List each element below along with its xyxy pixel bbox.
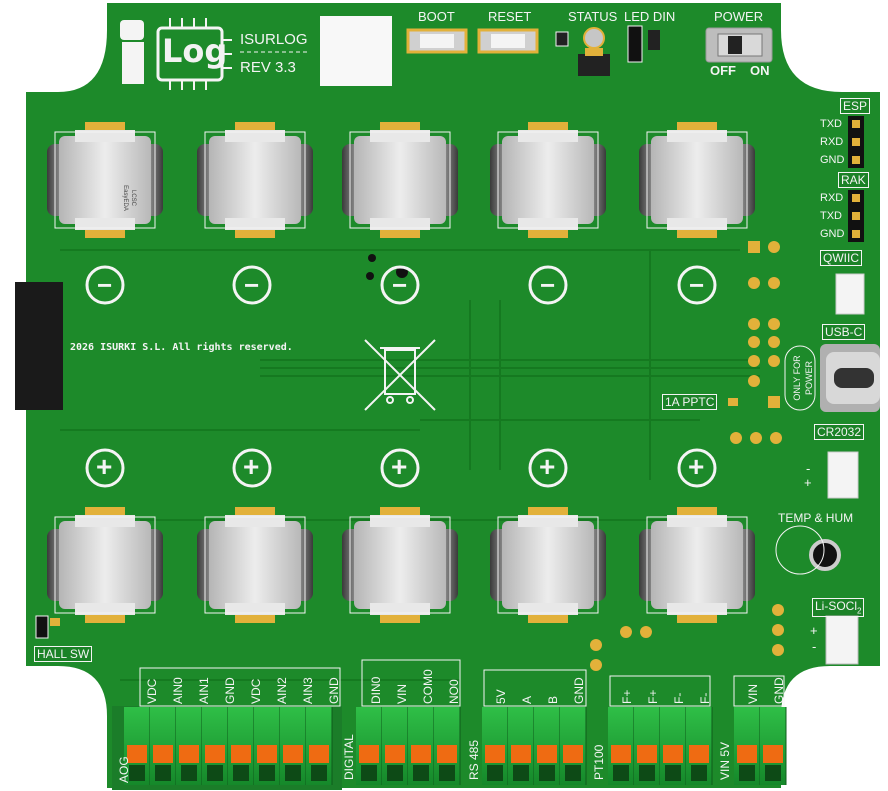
terminal-label-no0: NO0 [447, 679, 461, 704]
temp-hum-label: TEMP & HUM [778, 511, 854, 525]
status-label: STATUS [568, 9, 618, 24]
battery-cell-top-3 [341, 121, 459, 239]
hall-switch-label: HALL SW [34, 646, 93, 662]
rak-pin-1: RXD [820, 192, 844, 204]
terminal-label-vdc-1: VDC [145, 678, 159, 704]
terminal-label-vin-2: VIN [746, 683, 760, 704]
minus-symbol-1: − [97, 270, 113, 300]
battery-cell-bottom-3 [341, 506, 459, 624]
terminal-label-b: B [546, 695, 560, 704]
terminal-block-vin [733, 706, 787, 786]
terminal-label-f-plus-1: F+ [620, 689, 634, 704]
power-off-label: OFF [710, 63, 736, 78]
battery-chem-subscript: 2 [857, 606, 862, 616]
terminal-label-vdc-2: VDC [249, 678, 263, 704]
cell-brand2-top-1: EasyEDA [122, 185, 128, 211]
terminal-group-rs485: RS 485 [467, 739, 481, 780]
battery-cell-bottom-4 [489, 506, 607, 624]
plus-symbol-2: + [243, 451, 260, 482]
weee-bin-icon [364, 339, 436, 411]
terminal-label-a: A [520, 695, 534, 704]
plus-symbol-1: + [96, 451, 113, 482]
terminal-block-rs485 [481, 706, 587, 786]
terminal-label-5v: 5V [494, 689, 508, 704]
rak-pin-3: GND [820, 228, 845, 240]
usb-note-line1: ONLY FOR [792, 355, 802, 401]
reset-label: RESET [488, 9, 532, 24]
terminal-group-analog: AOG [117, 756, 131, 783]
minus-symbol-5: − [689, 270, 705, 300]
fuse-label: 1A PPTC [662, 394, 718, 410]
terminal-label-vin-1: VIN [395, 683, 409, 704]
esp-pin-2: RXD [820, 136, 844, 148]
cell-brand-top-1: LCSC [130, 189, 136, 206]
power-label: POWER [714, 9, 764, 24]
minus-symbol-2: − [244, 270, 260, 300]
terminal-label-din0: DIN0 [369, 676, 383, 704]
boot-label: BOOT [418, 9, 455, 24]
terminal-label-gnd-2: GND [327, 677, 341, 704]
esp-pin-1: TXD [820, 118, 842, 130]
terminal-group-digital: DIGITAL [342, 734, 356, 780]
power-on-label: ON [750, 63, 770, 78]
battery-cell-top-5 [638, 121, 756, 239]
battery-cell-top-2 [196, 121, 314, 239]
battery-chem: Li-SOCl [815, 599, 858, 613]
coin-cell-label: CR2032 [814, 424, 865, 440]
coin-cell-minus: - [806, 461, 811, 476]
terminal-label-gnd-4: GND [772, 677, 786, 704]
label-pad [320, 16, 392, 86]
usb-label: USB-C [822, 324, 866, 340]
terminal-label-ain1: AIN1 [197, 677, 211, 704]
logo-word: Log [162, 32, 228, 70]
esp-header-title: ESP [840, 98, 871, 114]
terminal-label-gnd-1: GND [223, 677, 237, 704]
terminal-block-pt100 [607, 706, 713, 786]
usb-note-line2: POWER [804, 361, 814, 396]
board-revision: REV 3.3 [240, 59, 296, 76]
terminal-label-gnd-3: GND [572, 677, 586, 704]
led-din-label: LED DIN [624, 9, 676, 24]
terminal-label-ain3: AIN3 [301, 677, 315, 704]
terminal-label-ain0: AIN0 [171, 677, 185, 704]
qwiic-label: QWIIC [820, 250, 862, 266]
rak-pin-2: TXD [820, 210, 842, 222]
terminal-label-com0: COM0 [421, 669, 435, 704]
battery-cell-top-1 [46, 121, 164, 239]
battery-cell-top-4 [489, 121, 607, 239]
terminal-block-digital [355, 706, 461, 786]
terminal-label-f-minus-2: F- [698, 692, 712, 704]
terminal-label-f-minus-1: F- [672, 692, 686, 704]
terminal-block-analog [123, 706, 333, 786]
coin-cell-plus: + [804, 475, 812, 490]
battery-cell-bottom-1 [46, 506, 164, 624]
battery-cell-bottom-2 [196, 506, 314, 624]
battery-minus: - [812, 639, 817, 654]
esp-pin-3: GND [820, 154, 845, 166]
copyright-text: 2026 ISURKI S.L. All rights reserved. [70, 342, 293, 353]
plus-symbol-4: + [539, 451, 556, 482]
plus-symbol-5: + [688, 451, 705, 482]
terminal-group-vin5v: VIN 5V [718, 741, 732, 780]
battery-cell-bottom-5 [638, 506, 756, 624]
board-name: ISURLOG [240, 31, 308, 48]
rak-header-title: RAK [838, 172, 869, 188]
battery-connector-label: Li-SOCl2 [812, 598, 865, 618]
battery-plus: + [810, 623, 818, 638]
terminal-label-f-plus-2: F+ [646, 689, 660, 704]
terminal-label-ain2: AIN2 [275, 677, 289, 704]
logo-dot-icon [120, 20, 144, 40]
minus-symbol-4: − [540, 270, 556, 300]
minus-symbol-3: − [392, 270, 408, 300]
plus-symbol-3: + [391, 451, 408, 482]
terminal-group-pt100: PT100 [592, 744, 606, 780]
